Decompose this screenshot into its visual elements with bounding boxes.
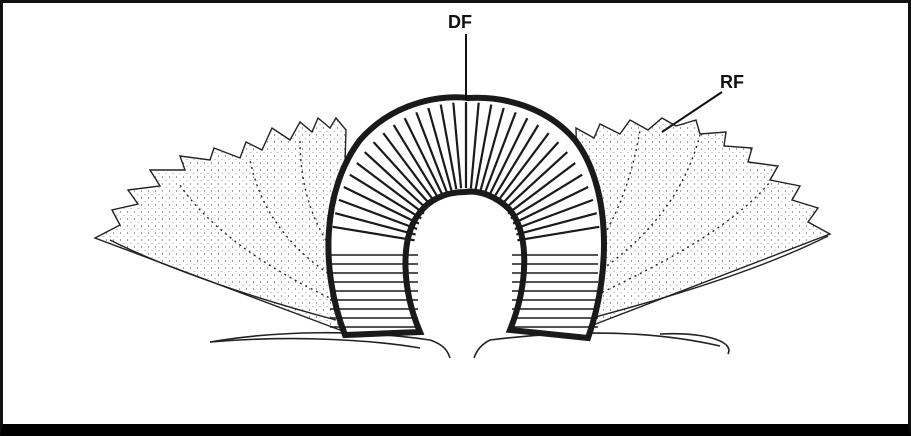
rf-label: RF — [720, 72, 744, 92]
ray-florets-right — [576, 118, 830, 330]
receptacle — [210, 333, 729, 358]
disc-florets — [328, 97, 604, 338]
df-label: DF — [448, 12, 472, 32]
ray-florets-left — [95, 118, 346, 330]
